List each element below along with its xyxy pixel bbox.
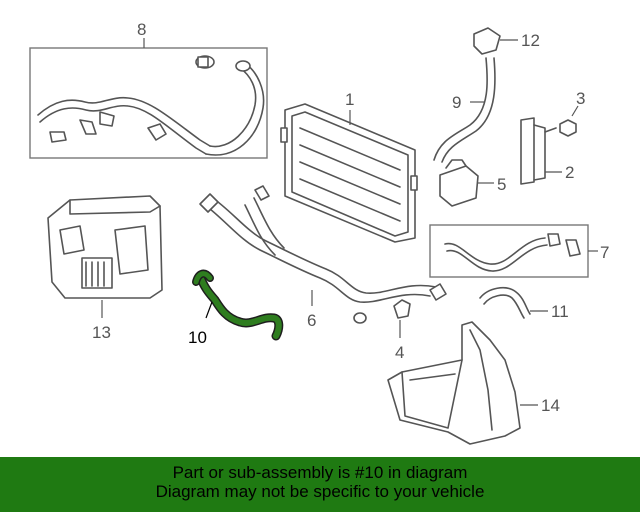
callout-13: 13 bbox=[92, 323, 111, 342]
callout-11: 11 bbox=[551, 302, 569, 321]
part-2-bracket bbox=[520, 117, 546, 185]
part-10-hose bbox=[192, 269, 284, 341]
callout-6: 6 bbox=[307, 311, 316, 330]
banner-line-disclaimer: Diagram may not be specific to your vehi… bbox=[155, 482, 485, 501]
part-13-hvac-module bbox=[47, 195, 163, 299]
part-7-hose bbox=[429, 224, 589, 278]
part-3-bolt bbox=[544, 119, 577, 137]
callout-7: 7 bbox=[600, 243, 609, 262]
part-12-fitting bbox=[473, 27, 518, 55]
callout-3: 3 bbox=[576, 89, 585, 108]
callout-4: 4 bbox=[395, 343, 404, 362]
callout-2: 2 bbox=[565, 163, 574, 182]
info-banner: Part or sub-assembly is #10 in diagram D… bbox=[0, 457, 640, 512]
part-9-hose bbox=[433, 57, 496, 163]
part-4-fitting bbox=[393, 299, 411, 319]
banner-line-part: Part or sub-assembly is #10 in diagram bbox=[172, 463, 468, 482]
part-14-duct bbox=[387, 321, 521, 445]
callout-1: 1 bbox=[345, 90, 354, 109]
callout-9: 9 bbox=[452, 93, 461, 112]
callout-14: 14 bbox=[541, 396, 560, 415]
callout-8: 8 bbox=[137, 20, 146, 39]
callout-5: 5 bbox=[497, 175, 506, 194]
part-1-radiator bbox=[280, 103, 418, 243]
callout-10: 10 bbox=[188, 328, 207, 347]
part-8-box bbox=[29, 47, 268, 159]
part-11-hose bbox=[479, 286, 531, 319]
parts-diagram: 8 1 12 9 3 2 5 bbox=[29, 20, 609, 445]
callout-12: 12 bbox=[521, 31, 540, 50]
part-5-pump bbox=[439, 159, 479, 207]
part-8-hose-kit bbox=[29, 47, 268, 159]
part-6-hose bbox=[199, 185, 447, 324]
